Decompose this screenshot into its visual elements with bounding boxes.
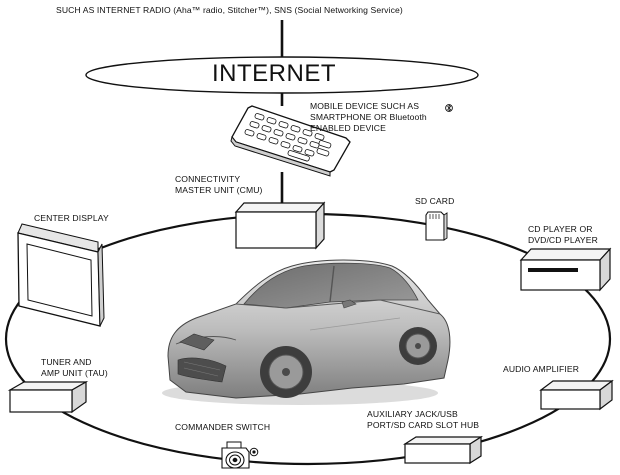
internet-cloud [85,56,479,94]
aux-hub-box [402,435,484,465]
commander-switch-label: COMMANDER SWITCH [175,422,271,432]
center-display-icon [17,223,105,327]
cd-player-box [519,247,612,292]
bluetooth-icon [445,104,453,112]
sd-card-icon [425,211,448,241]
mobile-device-label-line3: ENABLED DEVICE [310,123,386,133]
cmu-box [234,201,326,250]
cmu-label-line1: CONNECTIVITY [175,174,241,184]
aux-hub-label-line1: AUXILIARY JACK/USB [367,409,458,419]
tuner-label-line1: TUNER AND [41,357,92,367]
mobile-device-label-line2: SMARTPHONE OR Bluetooth [310,112,427,122]
smartphone-icon [230,105,351,177]
cd-player-label-line2: DVD/CD PLAYER [528,235,598,245]
mobile-device-label-line1: MOBILE DEVICE SUCH AS [310,101,420,111]
center-display-label: CENTER DISPLAY [34,213,109,223]
sd-card-label: SD CARD [415,196,455,206]
internet-label: INTERNET [212,60,336,87]
cd-player-label-line1: CD PLAYER OR [528,224,593,234]
tuner-amp-box [7,380,89,414]
cmu-label-line2: MASTER UNIT (CMU) [175,185,263,195]
audio-amplifier-label: AUDIO AMPLIFIER [503,364,579,374]
commander-switch-icon [221,441,259,469]
car-illustration [162,259,451,405]
audio-amplifier-box [539,379,614,411]
tuner-label-line2: AMP UNIT (TAU) [41,368,108,378]
aux-hub-label-line2: PORT/SD CARD SLOT HUB [367,420,480,430]
top-service-note: SUCH AS INTERNET RADIO (Aha™ radio, Stit… [56,5,403,15]
